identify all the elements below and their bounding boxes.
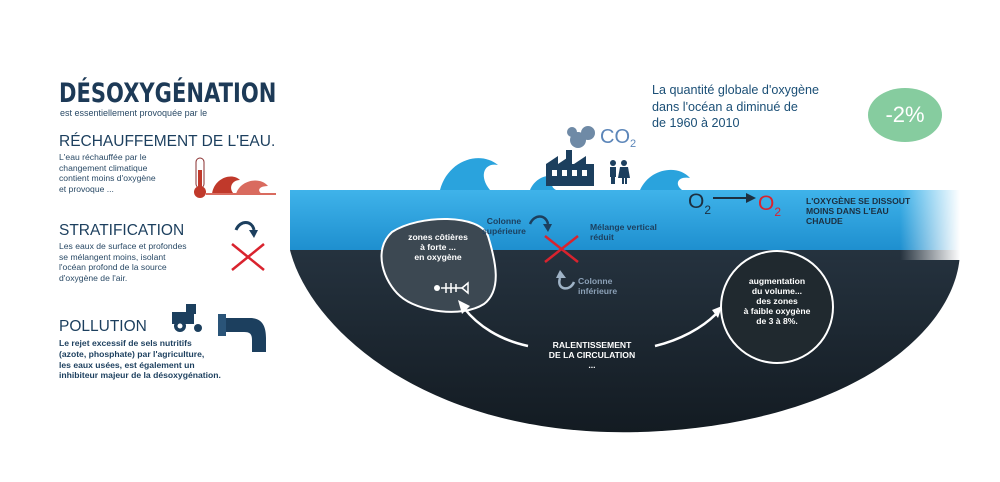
coastal-zone-blob (380, 217, 497, 313)
stratification-heading: STRATIFICATION (59, 222, 185, 239)
vertical-mixing-label: Mélange vertical réduit (590, 222, 657, 242)
stratification-text: Les eaux de surface et profondes se méla… (59, 241, 187, 283)
pollution-heading: POLLUTION (59, 318, 147, 335)
wave-icon (440, 158, 690, 190)
oxygen-dissolve-label: L'OXYGÈNE SE DISSOUT MOINS DANS L'EAU CH… (806, 196, 911, 226)
o2-after: O2 (758, 192, 782, 219)
mixing-cross-icon (544, 235, 579, 263)
upper-column-label: Colonne supérieure (482, 216, 526, 236)
co2-label: CO2 (600, 126, 637, 150)
percent-badge: -2% (868, 88, 942, 142)
warm-wave-icon (206, 176, 276, 195)
coastal-zones-label: zones côtières à forte ... en oxygène (408, 232, 468, 262)
factory-icon (546, 126, 595, 186)
o2-before: O2 (688, 190, 712, 217)
circulation-arrow-left-head (458, 300, 470, 314)
mixing-up-arrow-icon (556, 270, 576, 290)
warming-heading: RÉCHAUFFEMENT DE L'EAU. (59, 133, 276, 150)
subtitle: est essentiellement provoquée par le (60, 108, 208, 118)
thermometer-icon (194, 157, 206, 198)
tractor-icon (172, 304, 202, 332)
lower-column-label: Colonne inférieure (578, 276, 618, 296)
warming-text: L'eau réchauffée par le changement clima… (59, 152, 156, 194)
curved-arrow-icon (234, 221, 258, 238)
low-oxygen-volume-label: augmentation du volume... des zones à fa… (743, 276, 811, 326)
fish-skeleton-icon (434, 281, 469, 295)
pipe-icon (218, 314, 266, 352)
circulation-arrows (463, 307, 717, 348)
o2-arrow-icon (713, 193, 756, 203)
oxygen-decline-stat: La quantité globale d'oxygène dans l'océ… (652, 83, 819, 131)
people-icon (610, 160, 630, 184)
circulation-arrow-right-head (712, 306, 722, 318)
page-title: DÉSOXYGÉNATION (59, 78, 277, 109)
mixing-down-arrow-icon (528, 215, 552, 232)
circulation-label: RALENTISSEMENT DE LA CIRCULATION ... (548, 340, 636, 370)
cross-icon (231, 243, 265, 271)
pollution-text: Le rejet excessif de sels nutritifs (azo… (59, 338, 221, 381)
